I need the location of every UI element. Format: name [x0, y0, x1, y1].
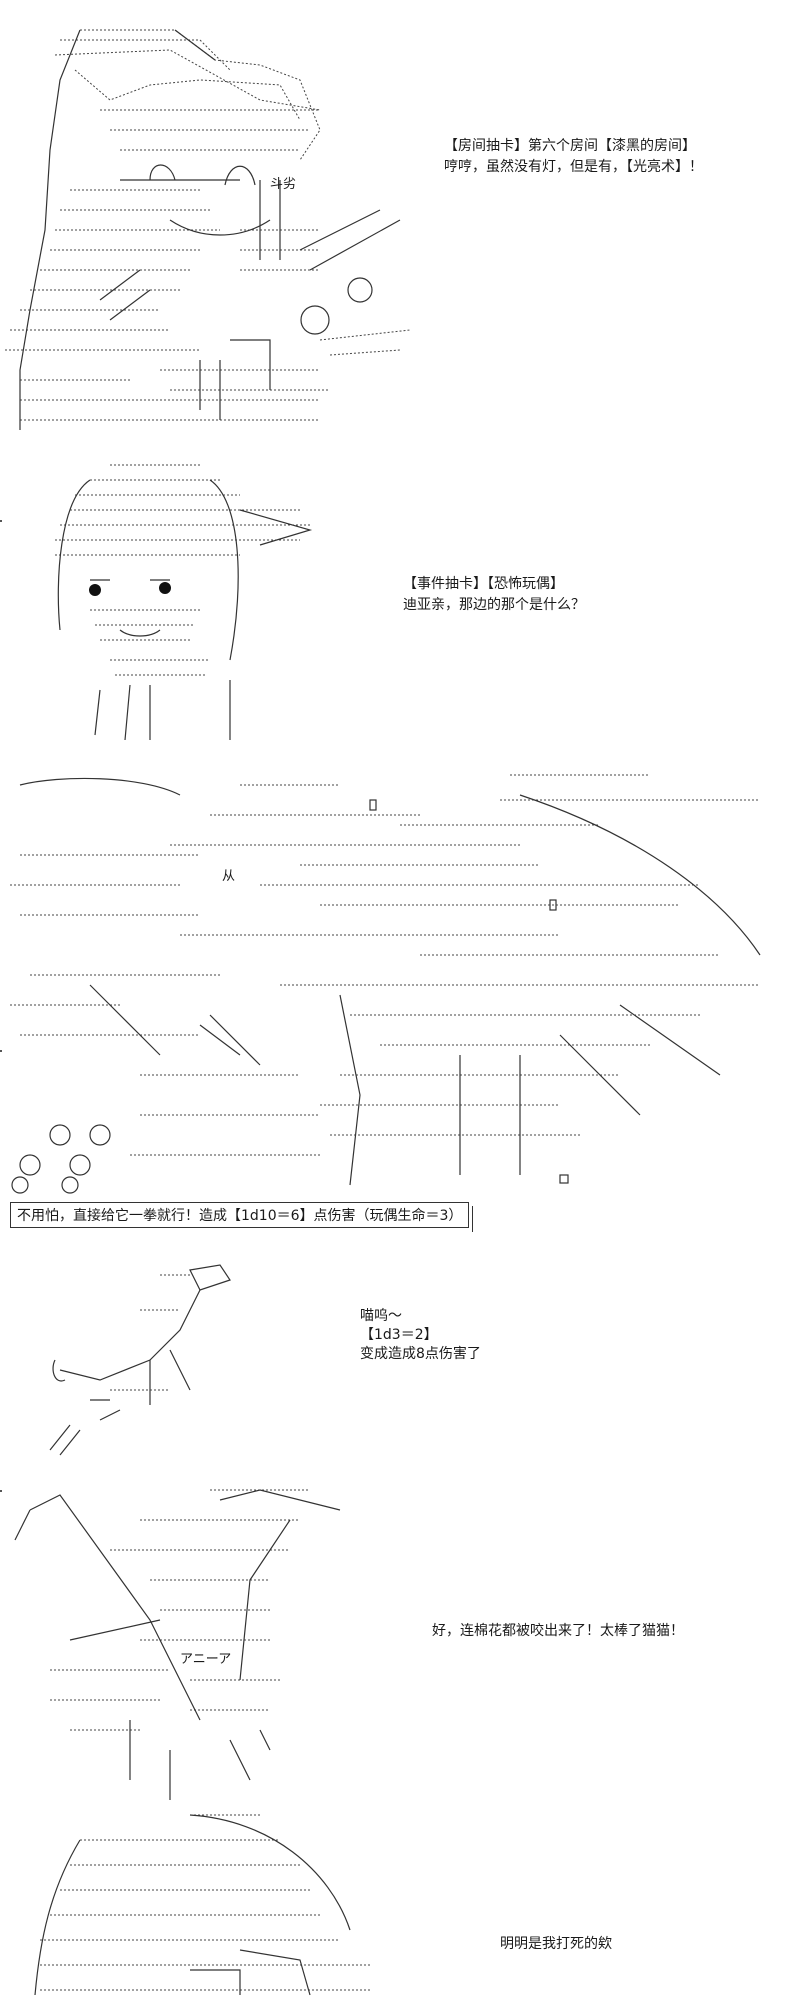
panel-room-draw: 斗劣 【房间抽卡】第六个房间【漆黑的房间】 哼哼，虽然没有灯，但是有，【光亮术】…	[0, 0, 797, 450]
dialogue-line: 哼哼，虽然没有灯，但是有，【光亮术】！	[444, 159, 703, 175]
dialogue-line: 明明是我打死的欸	[500, 1936, 612, 1952]
ascii-art-girl	[0, 460, 330, 740]
panel-cotton-out: アニーア 好，连棉花都被咬出来了！太棒了猫猫！	[0, 1470, 797, 1805]
dice-caption: 不用怕，直接给它一拳就行！造成【1d10＝6】点伤害（玩偶生命＝3）	[10, 1202, 474, 1232]
ascii-art-sitting	[10, 1810, 390, 2000]
ascii-art-doll-battle	[0, 755, 797, 1195]
panel-cat-bite: 喵呜～ 【1d3＝2】 变成造成8点伤害了	[0, 1255, 797, 1470]
ascii-art-witch	[0, 10, 420, 440]
margin-dot	[0, 1050, 2, 1052]
dialogue-line: 【事件抽卡】【恐怖玩偶】	[403, 576, 564, 592]
panel-killed: 明明是我打死的欸	[0, 1805, 797, 2000]
art-label: 从	[222, 869, 236, 884]
panel-doll-attack: 从 不用怕，直接给它一拳就行！造成【1d10＝6】点伤害（玩偶生命＝3）	[0, 755, 797, 1255]
dialogue-line: 喵呜～	[360, 1308, 402, 1324]
dialogue-line: 好，连棉花都被咬出来了！太棒了猫猫！	[432, 1623, 684, 1639]
margin-dot	[0, 520, 2, 522]
dialogue-line: 【房间抽卡】第六个房间【漆黑的房间】	[444, 138, 696, 154]
dice-roll: 【1d3＝2】	[360, 1327, 438, 1343]
dialogue-line: 变成造成8点伤害了	[360, 1346, 481, 1362]
margin-dot	[0, 1490, 2, 1492]
dialogue-line: 迪亚亲，那边的那个是什么？	[403, 597, 585, 613]
art-label: 斗劣	[270, 177, 297, 192]
ascii-art-cat	[40, 1260, 270, 1460]
panel-event-draw: 【事件抽卡】【恐怖玩偶】 迪亚亲，那边的那个是什么？	[0, 455, 797, 740]
ascii-art-cat-doll	[10, 1480, 370, 1800]
art-label: アニーア	[180, 1652, 232, 1667]
